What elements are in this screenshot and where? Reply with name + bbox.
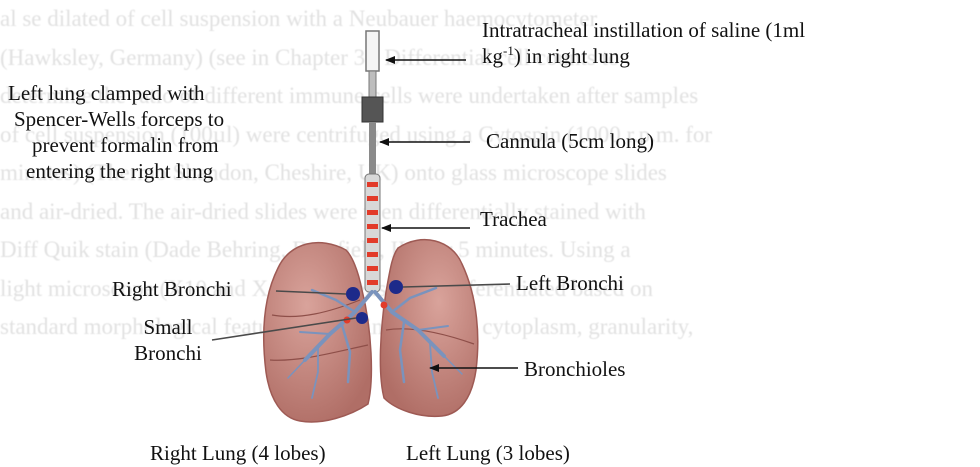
syringe	[366, 31, 379, 97]
label-saline-line1: Intratracheal instillation of saline (1m…	[482, 18, 805, 42]
label-left-bronchi: Left Bronchi	[516, 270, 624, 296]
label-right-bronchi: Right Bronchi	[112, 276, 232, 302]
left-bronchi-node	[389, 280, 403, 294]
label-small-bronchi-line: Bronchi	[118, 340, 218, 366]
label-clamp: Left lung clamped with Spencer-Wells for…	[8, 80, 224, 184]
label-cannula: Cannula (5cm long)	[486, 128, 654, 154]
label-clamp-line: Spencer-Wells forceps to	[8, 106, 224, 132]
small-bronchi-node	[356, 312, 368, 324]
label-clamp-line: entering the right lung	[8, 158, 224, 184]
label-saline: Intratracheal instillation of saline (1m…	[482, 17, 805, 69]
right-bronchi-node	[346, 287, 360, 301]
cannula-tube	[369, 122, 376, 174]
red-mark	[381, 302, 388, 309]
label-small-bronchi-line: Small	[118, 314, 218, 340]
label-saline-exponent: -1	[503, 43, 514, 58]
label-clamp-line: Left lung clamped with	[8, 80, 224, 106]
label-saline-unit: kg	[482, 44, 503, 68]
label-left-lung: Left Lung (3 lobes)	[406, 440, 570, 466]
label-small-bronchi: Small Bronchi	[118, 314, 218, 366]
label-trachea: Trachea	[480, 206, 547, 232]
label-bronchioles: Bronchioles	[524, 356, 625, 382]
label-saline-line2: ) in right lung	[514, 44, 630, 68]
label-right-lung: Right Lung (4 lobes)	[150, 440, 326, 466]
label-clamp-line: prevent formalin from	[8, 132, 224, 158]
cannula-hub	[362, 97, 383, 122]
trachea	[365, 174, 380, 292]
